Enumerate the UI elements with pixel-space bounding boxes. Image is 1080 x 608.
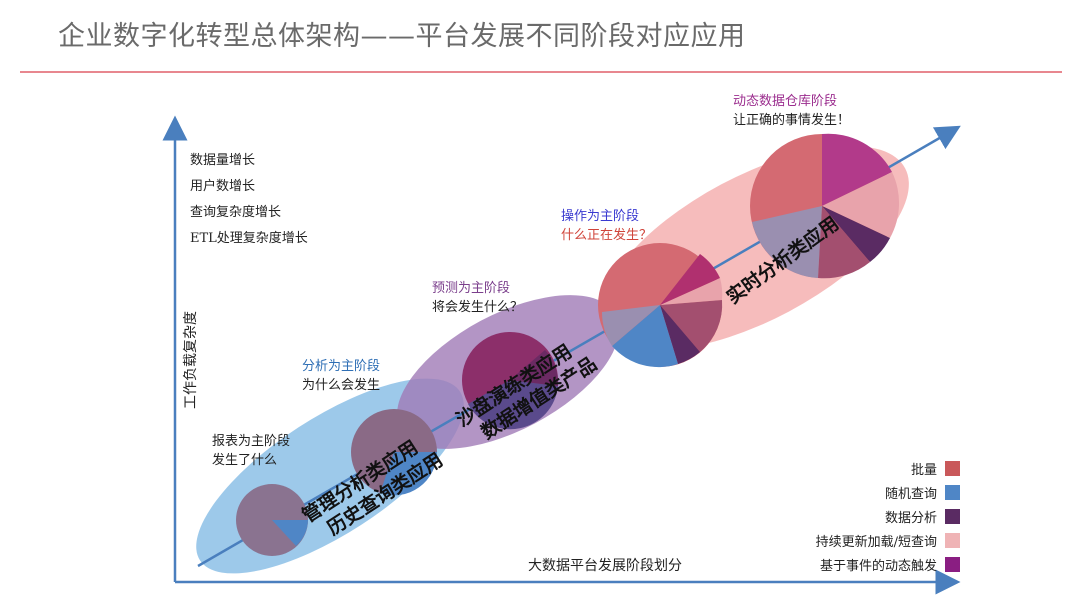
pie-stage-2 bbox=[351, 409, 438, 496]
stage-heading: 动态数据仓库阶段 bbox=[733, 94, 838, 109]
pie-stage-1 bbox=[236, 484, 308, 556]
legend-item: 批量 bbox=[816, 456, 960, 480]
stage-heading: 预测为主阶段 bbox=[432, 281, 511, 296]
legend: 批量 随机查询 数据分析 持续更新加载/短查询 基于事件的动态触发 bbox=[816, 456, 960, 576]
stage-2-label: 分析为主阶段 为什么会发生 bbox=[302, 357, 380, 395]
stage-description: 为什么会发生 bbox=[302, 378, 381, 393]
legend-item: 持续更新加载/短查询 bbox=[816, 528, 960, 552]
legend-swatch bbox=[945, 508, 960, 524]
legend-swatch bbox=[945, 556, 960, 572]
stage-3-label: 预测为主阶段 将会发生什么？ bbox=[432, 279, 523, 317]
stage-description: 什么正在发生？ bbox=[561, 228, 653, 243]
stage-description: 将会发生什么？ bbox=[432, 300, 524, 315]
growth-item: 用户数增长 bbox=[190, 179, 256, 194]
stage-description: 让正确的事情发生！ bbox=[733, 113, 851, 128]
growth-factor-list: 数据量增长 用户数增长 查询复杂度增长 ETL处理复杂度增长 bbox=[190, 148, 308, 252]
y-axis-label: 工作负载复杂度 bbox=[183, 311, 199, 409]
title-divider bbox=[20, 71, 1062, 73]
stage-description: 发生了什么 bbox=[212, 453, 278, 468]
legend-label: 基于事件的动态触发 bbox=[819, 558, 937, 574]
stage-1-label: 报表为主阶段 发生了什么 bbox=[212, 432, 290, 470]
growth-item: 查询复杂度增长 bbox=[190, 205, 282, 220]
stage-heading: 分析为主阶段 bbox=[302, 359, 381, 374]
legend-item: 随机查询 bbox=[816, 480, 960, 504]
legend-item: 基于事件的动态触发 bbox=[816, 552, 960, 576]
stage-5-label: 动态数据仓库阶段 让正确的事情发生！ bbox=[733, 92, 850, 130]
pie-stage-4 bbox=[598, 243, 723, 368]
legend-label: 持续更新加载/短查询 bbox=[815, 534, 937, 550]
stage-heading: 操作为主阶段 bbox=[561, 209, 640, 224]
stage-heading: 报表为主阶段 bbox=[212, 434, 291, 449]
slide-title: 企业数字化转型总体架构——平台发展不同阶段对应应用 bbox=[58, 21, 746, 52]
legend-item: 数据分析 bbox=[816, 504, 960, 528]
pie-stage-3 bbox=[462, 332, 559, 430]
growth-item: ETL处理复杂度增长 bbox=[190, 231, 308, 246]
stage-4-label: 操作为主阶段 什么正在发生？ bbox=[561, 207, 652, 245]
legend-swatch bbox=[945, 532, 960, 548]
growth-item: 数据量增长 bbox=[190, 153, 256, 168]
legend-swatch bbox=[945, 460, 960, 476]
legend-label: 批量 bbox=[910, 462, 937, 478]
legend-label: 数据分析 bbox=[884, 510, 937, 526]
legend-swatch bbox=[945, 484, 960, 500]
legend-label: 随机查询 bbox=[884, 486, 937, 502]
x-axis-label: 大数据平台发展阶段划分 bbox=[528, 558, 682, 574]
pie-stage-5 bbox=[750, 133, 900, 279]
